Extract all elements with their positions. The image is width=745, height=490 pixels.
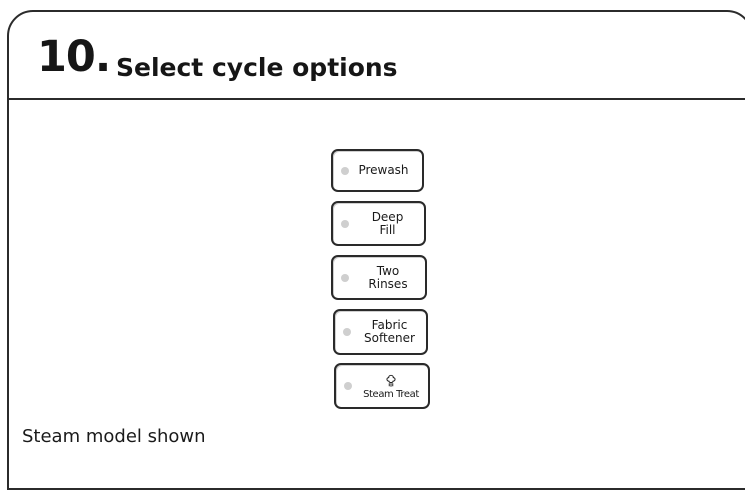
figure-caption: Steam model shown xyxy=(22,426,206,447)
deep-fill-button[interactable]: Deep Fill xyxy=(331,201,426,246)
deep-fill-label: Deep Fill xyxy=(371,209,404,237)
prewash-indicator-light xyxy=(341,166,349,175)
steam-treat-button[interactable]: Steam Treat xyxy=(334,363,430,409)
instruction-card: 10. Select cycle options xyxy=(7,10,745,490)
steam-treat-label: Steam Treat xyxy=(363,389,419,400)
two-rinses-label: Two Rinses xyxy=(368,263,408,291)
two-rinses-button[interactable]: Two Rinses xyxy=(331,255,427,300)
deep-fill-indicator-light xyxy=(341,219,349,228)
prewash-button[interactable]: Prewash xyxy=(331,149,424,192)
fabric-softener-button[interactable]: Fabric Softener xyxy=(333,309,428,355)
fabric-softener-label: Fabric Softener xyxy=(364,318,415,345)
steam-icon xyxy=(386,374,396,387)
step-number: 10. xyxy=(37,32,111,82)
two-rinses-indicator-light xyxy=(341,273,349,282)
step-title: Select cycle options xyxy=(116,53,398,82)
steam-treat-content: Steam Treat xyxy=(358,370,424,404)
fabric-softener-indicator-light xyxy=(343,328,351,336)
steam-treat-indicator-light xyxy=(344,382,352,390)
step-header: 10. Select cycle options xyxy=(9,12,745,100)
control-panel: Prewash Deep Fill Two Rinses Fabric Soft… xyxy=(331,149,430,409)
prewash-label: Prewash xyxy=(358,163,409,177)
